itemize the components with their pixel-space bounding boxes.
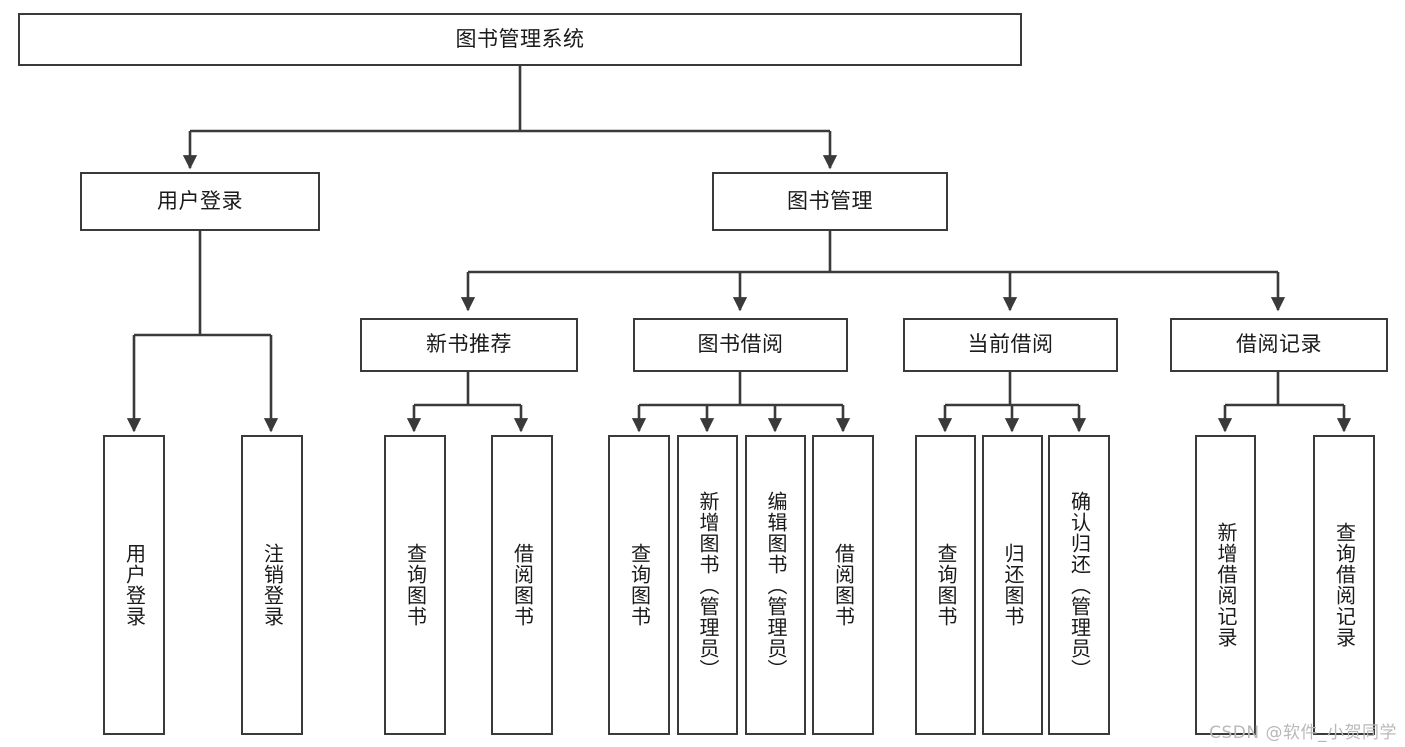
- node-label: 图书管理: [787, 188, 873, 213]
- node-book-borrow[interactable]: 图书借阅: [633, 318, 848, 372]
- node-leaf-return-book[interactable]: 归还图书: [982, 435, 1043, 735]
- node-leaf-edit-book[interactable]: 编辑图书（管理员）: [745, 435, 806, 735]
- node-leaf-user-login[interactable]: 用户登录: [103, 435, 165, 735]
- node-label: 借阅图书: [831, 543, 856, 627]
- node-leaf-query-book-1[interactable]: 查询图书: [384, 435, 446, 735]
- node-user-login[interactable]: 用户登录: [80, 172, 320, 231]
- node-leaf-logout[interactable]: 注销登录: [241, 435, 303, 735]
- node-leaf-query-book-3[interactable]: 查询图书: [915, 435, 976, 735]
- node-leaf-confirm-return[interactable]: 确认归还（管理员）: [1048, 435, 1110, 735]
- node-label: 借阅图书: [510, 543, 535, 627]
- node-label: 注销登录: [260, 543, 285, 627]
- node-label: 新增借阅记录: [1214, 522, 1238, 648]
- node-leaf-borrow-book-2[interactable]: 借阅图书: [812, 435, 874, 735]
- node-label: 查询图书: [934, 543, 958, 627]
- node-leaf-query-book-2[interactable]: 查询图书: [608, 435, 670, 735]
- node-label: 图书管理系统: [455, 26, 585, 51]
- node-root-book-management-system[interactable]: 图书管理系统: [18, 13, 1022, 66]
- node-label: 新增图书（管理员）: [696, 490, 720, 680]
- node-current-borrow[interactable]: 当前借阅: [903, 318, 1118, 372]
- node-leaf-add-book[interactable]: 新增图书（管理员）: [677, 435, 738, 735]
- node-label: 用户登录: [122, 543, 147, 627]
- node-label: 用户登录: [157, 188, 243, 213]
- node-label: 新书推荐: [426, 332, 512, 357]
- node-label: 编辑图书（管理员）: [764, 490, 788, 680]
- node-label: 当前借阅: [967, 332, 1054, 357]
- node-label: 归还图书: [1001, 543, 1025, 627]
- node-new-book-recommend[interactable]: 新书推荐: [360, 318, 578, 372]
- node-book-management[interactable]: 图书管理: [712, 172, 948, 231]
- node-label: 查询借阅记录: [1332, 522, 1357, 648]
- node-label: 确认归还（管理员）: [1067, 490, 1092, 680]
- node-borrow-record[interactable]: 借阅记录: [1170, 318, 1388, 372]
- node-leaf-borrow-book-1[interactable]: 借阅图书: [491, 435, 553, 735]
- node-label: 查询图书: [627, 543, 652, 627]
- node-label: 查询图书: [403, 543, 428, 627]
- node-leaf-add-record[interactable]: 新增借阅记录: [1195, 435, 1256, 735]
- node-leaf-query-record[interactable]: 查询借阅记录: [1313, 435, 1375, 735]
- node-label: 图书借阅: [697, 332, 784, 357]
- node-label: 借阅记录: [1236, 332, 1322, 357]
